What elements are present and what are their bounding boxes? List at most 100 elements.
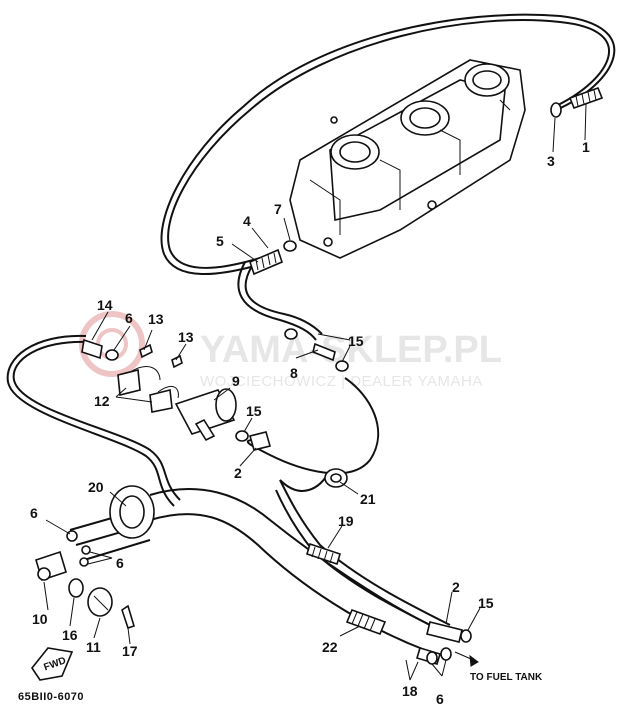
fitting-19 [306, 542, 341, 566]
callout-11: 11 [86, 639, 101, 655]
grommet-21-inner [330, 473, 342, 483]
carb-detail-lines [309, 99, 511, 235]
main-hose-top [149, 488, 431, 626]
left-hose-line-a [12, 340, 181, 501]
fuel-filter-9 [174, 388, 237, 442]
fuel-hose-loop [160, 13, 616, 276]
hose-2-short [249, 431, 271, 451]
upper-hose-inner [160, 13, 616, 276]
callout-21: 21 [360, 491, 376, 507]
return-hose-bottom [275, 489, 445, 633]
callout-19: 19 [338, 513, 354, 529]
callout-5: 5 [216, 233, 224, 249]
callout-16: 16 [62, 627, 78, 643]
middle-hose-line-c [246, 377, 380, 475]
hose-end-upper [426, 621, 463, 643]
fitting-1-ribs [575, 89, 597, 107]
watermark-subtitle: WOJCIECHOWICZ | DEALER YAMAHA [200, 373, 483, 390]
callout-22: 22 [322, 639, 338, 655]
part-code: 65BII0-6070 [18, 691, 84, 703]
clamp-6-e [440, 647, 452, 661]
clamp-6-d [79, 557, 89, 567]
fwd-arrow-icon [31, 647, 74, 681]
callout-2-b: 2 [452, 579, 460, 595]
ring-16 [68, 578, 84, 598]
clamp-6-c [81, 545, 91, 555]
fwd-badge: FWD [31, 647, 74, 681]
left-components [81, 338, 183, 413]
to-fuel-tank-arrow-icon [469, 654, 479, 667]
carb-bolt-a [323, 237, 333, 247]
carb-bore-3-inner [472, 70, 502, 90]
clamp-15-d [460, 629, 472, 643]
callout-6-d: 6 [436, 691, 444, 707]
clamp-7 [283, 240, 297, 252]
clamp-6-a [105, 349, 119, 361]
filter-nozzle [194, 418, 216, 442]
bracket-12-a [117, 368, 141, 397]
knob-11-slot [93, 595, 109, 611]
fitting-22-body [345, 608, 387, 636]
callout-20: 20 [88, 479, 104, 495]
callout-6-c: 6 [116, 555, 124, 571]
callout-13-a: 13 [148, 311, 164, 327]
callout-3: 3 [547, 153, 555, 169]
callout-15-a: 15 [348, 333, 364, 349]
callout-15-b: 15 [246, 403, 262, 419]
callout-leaders [43, 103, 587, 681]
grommet-20 [109, 485, 155, 539]
main-hose [149, 469, 451, 651]
callout-6-a: 6 [125, 310, 133, 326]
lower-left-parts [35, 530, 135, 630]
middle-hose-line-b [244, 265, 323, 335]
filter-cap [215, 388, 237, 422]
valve-10-knob [37, 567, 51, 581]
clamp-3 [550, 102, 562, 118]
screw-13-a [139, 343, 153, 359]
callout-8: 8 [290, 365, 298, 381]
clamp-6-f [426, 651, 438, 665]
watermark-title: YAMA-SKLEP.PL [200, 329, 502, 371]
upper-hose-outer [167, 19, 610, 269]
callout-1: 1 [582, 139, 590, 155]
leader-lines [43, 103, 587, 681]
hose-14-end [81, 338, 103, 360]
callout-18: 18 [402, 683, 418, 699]
left-hose [6, 334, 181, 507]
screw-17 [121, 604, 135, 630]
clamp-15-b [335, 360, 349, 372]
callout-6-b: 6 [30, 505, 38, 521]
carburetor-assembly [289, 59, 526, 259]
left-hose-line-b [6, 334, 175, 507]
callout-14: 14 [97, 297, 113, 313]
joint-8-body [312, 342, 336, 362]
callout-17: 17 [122, 643, 138, 659]
carb-bore-1-inner [339, 141, 371, 163]
callout-13-b: 13 [178, 329, 194, 345]
clamp-15-a [284, 328, 298, 340]
fuel-tank-hose-ends [416, 621, 479, 667]
grommet-inner [119, 495, 145, 529]
callout-2-a: 2 [234, 465, 242, 481]
callout-4: 4 [243, 213, 251, 229]
carb-bolt-b [427, 200, 437, 210]
callout-12: 12 [94, 393, 110, 409]
callout-9: 9 [232, 373, 240, 389]
fitting-1-body [568, 86, 604, 110]
fitting-5-body [249, 248, 283, 276]
fitting-5 [249, 248, 283, 276]
fitting-19-body [306, 542, 341, 566]
carb-bore-2-inner [409, 107, 441, 129]
carb-bolt-c [330, 116, 338, 124]
callout-10: 10 [32, 611, 48, 627]
callout-7: 7 [274, 201, 282, 217]
carburetor-top-plate [329, 79, 506, 221]
clamp-6-b [66, 530, 78, 542]
fitting-5-ribs [255, 252, 277, 271]
fitting-22-ribs [351, 611, 376, 632]
fitting-1 [568, 86, 604, 110]
bracket-12-b [149, 389, 173, 413]
fitting-19-ribs [311, 546, 334, 564]
